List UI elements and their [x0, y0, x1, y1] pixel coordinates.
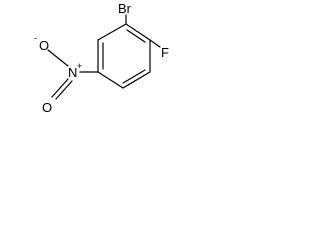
- bond-n-o-double-a: [51, 78, 69, 98]
- charge-label-nitrogen: +: [77, 61, 82, 71]
- atom-label-oxygen-single: O: [39, 38, 49, 53]
- ring-bond-c4-c5-inner: [122, 69, 146, 84]
- charge-label-oxygen: -: [34, 33, 37, 43]
- ring-bond-c2-c3-inner: [126, 29, 146, 43]
- atom-label-bromine: Br: [118, 1, 132, 16]
- atom-label-fluorine: F: [161, 45, 169, 60]
- bond-n-o-single: [47, 49, 69, 67]
- ring-bond-c1-c2: [97, 23, 127, 41]
- bond-c3-f: [149, 39, 161, 48]
- atom-label-nitrogen: N: [68, 65, 77, 80]
- atom-label-oxygen-double: O: [42, 100, 52, 115]
- ring-bond-c2-c3: [125, 23, 151, 41]
- bond-n-o-double-b: [55, 80, 73, 100]
- ring-bond-c4-c5: [122, 71, 151, 89]
- chemical-structure: Br F N + O - O: [34, 1, 169, 115]
- ring-bond-c5-c6: [97, 71, 124, 89]
